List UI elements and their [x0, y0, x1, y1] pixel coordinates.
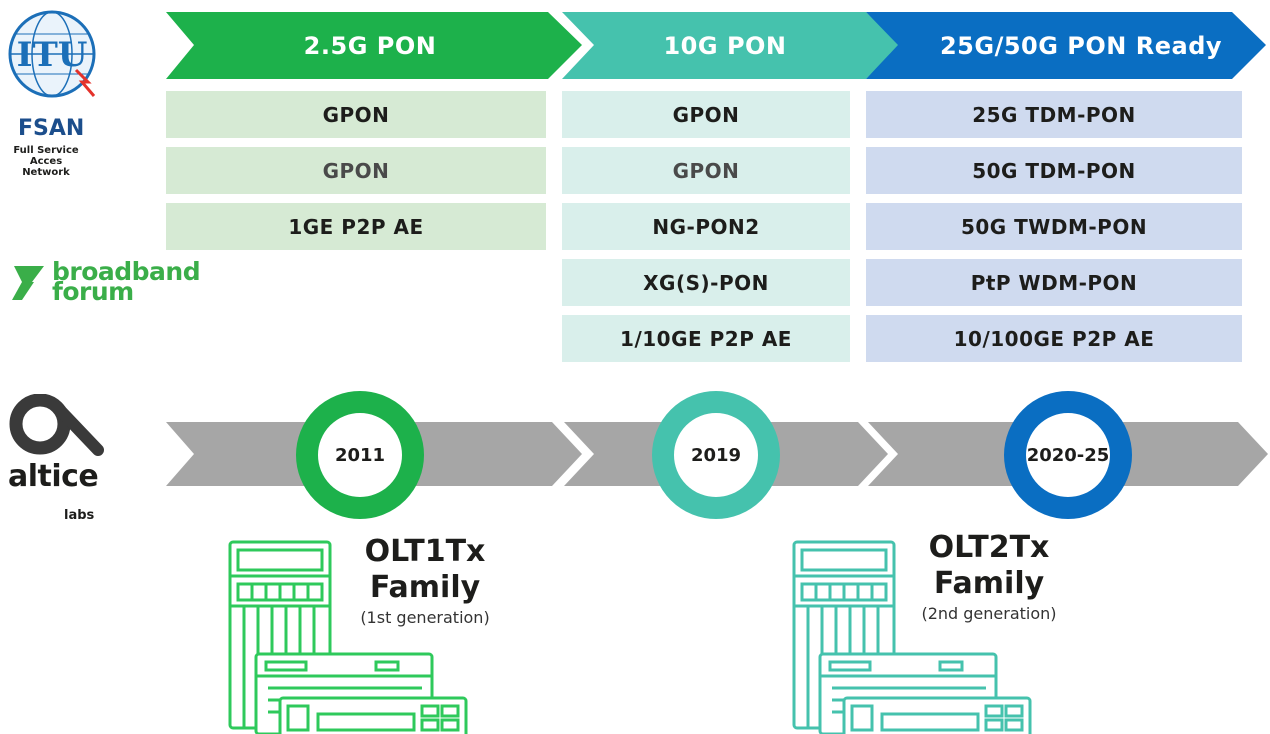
year-2019-label: 2019	[690, 444, 742, 466]
olt2tx-title-line1: OLT2Tx	[928, 530, 1050, 565]
itu-logo-text: ITU	[17, 35, 88, 75]
header-25g-50g-pon: 25G/50G PON Ready	[939, 31, 1223, 60]
year-2011-marker: 2011	[296, 391, 424, 519]
tech-10-100ge-p2p-ae: 10/100GE P2P AE	[866, 315, 1242, 362]
olt1tx-title-line1: OLT1Tx	[364, 534, 486, 569]
olt2tx-family-title: OLT2Tx Family	[904, 530, 1074, 602]
tech-ptp-wdm-pon: PtP WDM-PON	[866, 259, 1242, 306]
olt1tx-family-subtitle: (1st generation)	[360, 608, 490, 627]
altice-labs: labs	[64, 508, 95, 523]
chevron-2.5g-pon	[166, 12, 582, 79]
year-2019-marker: 2019	[652, 391, 780, 519]
altice-logo-mark	[9, 394, 104, 456]
tech-gpon: GPON	[562, 91, 850, 138]
broadband-forum-line1: broadband	[52, 257, 201, 286]
header-10g-pon: 10G PON	[663, 31, 787, 60]
chevron-25g-50g-pon	[866, 12, 1266, 79]
tech-1-10ge-p2p-ae: 1/10GE P2P AE	[562, 315, 850, 362]
olt2tx-device-icon	[792, 540, 1032, 734]
tech-gpon: GPON	[562, 147, 850, 194]
generation-chevrons	[166, 12, 1266, 79]
tech-gpon: GPON	[166, 91, 546, 138]
itu-logo: ITU	[8, 10, 96, 98]
tech-25g-tdm-pon: 25G TDM-PON	[866, 91, 1242, 138]
tech-gpon: GPON	[166, 147, 546, 194]
chevron-10g-pon	[562, 12, 900, 79]
olt1tx-title-line2: Family	[369, 570, 481, 605]
year-2011-label: 2011	[334, 444, 386, 466]
tech-50g-twdm-pon: 50G TWDM-PON	[866, 203, 1242, 250]
tech-50g-tdm-pon: 50G TDM-PON	[866, 147, 1242, 194]
olt2tx-title-line2: Family	[933, 566, 1045, 601]
broadband-forum-logo-mark	[12, 266, 44, 300]
olt2tx-family-subtitle: (2nd generation)	[921, 604, 1057, 623]
header-2.5g-pon: 2.5G PON	[303, 31, 437, 60]
fsan-name: FSAN	[18, 116, 85, 141]
fsan-subtitle: Full Service Acces Network	[6, 145, 86, 178]
fsan-subtitle-line2: Acces Network	[22, 156, 70, 178]
olt1tx-family-title: OLT1Tx Family	[340, 534, 510, 606]
year-2020-25-marker: 2020-25	[1004, 391, 1132, 519]
broadband-forum-line2: forum	[52, 277, 134, 306]
year-2020-25-label: 2020-25	[1026, 444, 1110, 466]
tech-ng-pon2: NG-PON2	[562, 203, 850, 250]
tech-1ge-p2p-ae: 1GE P2P AE	[166, 203, 546, 250]
broadband-forum-logo: broadband forum	[52, 257, 201, 306]
altice-name: altice	[8, 459, 99, 494]
olt1tx-device-icon	[228, 540, 468, 734]
fsan-subtitle-line1: Full Service	[13, 145, 79, 156]
tech-xgs-pon: XG(S)-PON	[562, 259, 850, 306]
